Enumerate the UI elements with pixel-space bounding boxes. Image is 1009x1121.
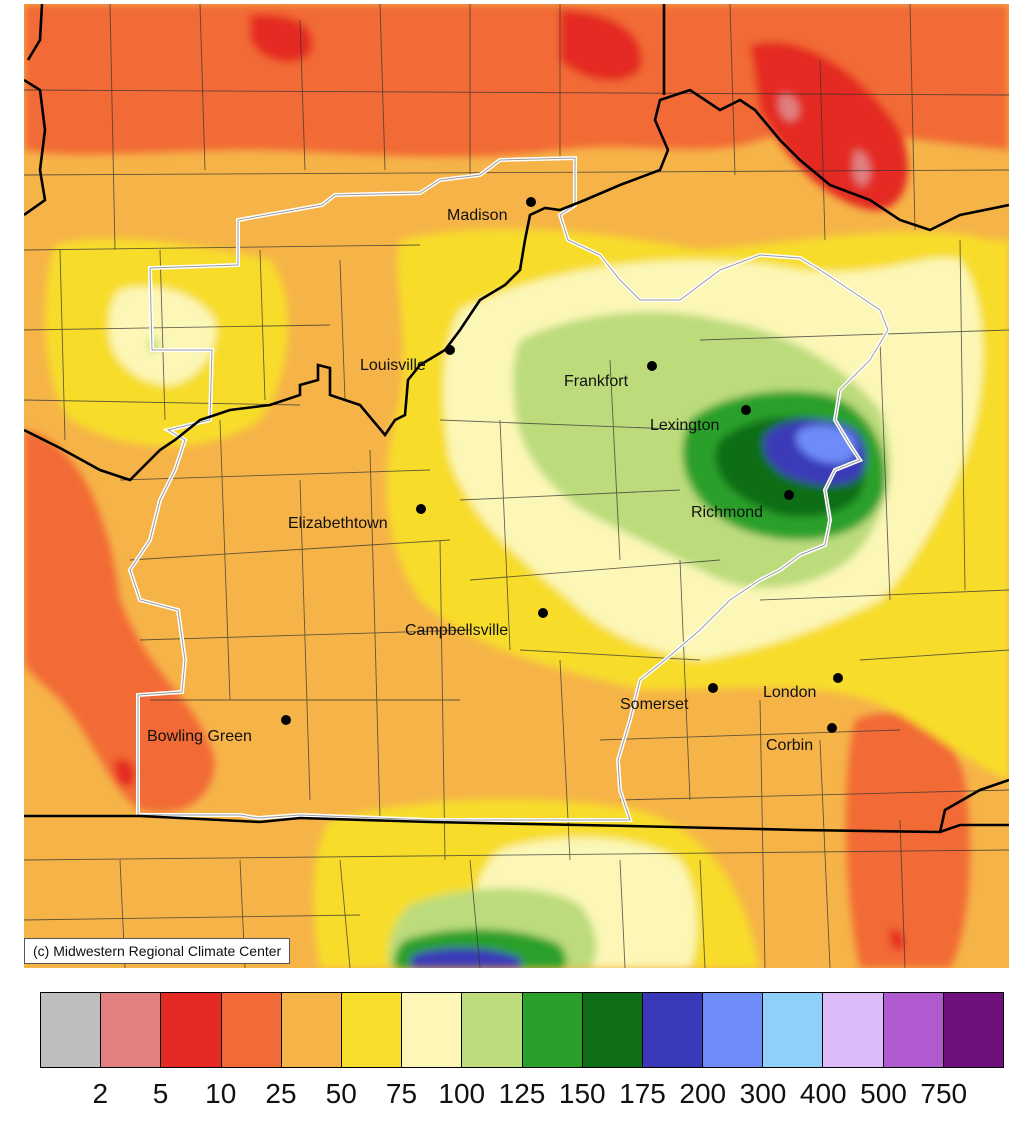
city-marker-louisville [445,345,455,355]
city-marker-lexington [741,405,751,415]
legend-swatch [823,993,884,1067]
legend-tick-label: 300 [739,1078,787,1109]
legend-tick-label: 75 [385,1078,418,1109]
city-label-richmond: Richmond [691,504,763,521]
city-marker-elizabethtown [416,504,426,514]
legend-tick-label: 500 [860,1078,907,1109]
legend-swatch [642,993,704,1067]
legend-tick-label: 5 [152,1078,169,1109]
map-canvas: MadisonLouisvilleFrankfortLexingtonRichm… [24,4,1009,968]
legend-swatch [101,993,162,1067]
city-label-somerset: Somerset [620,696,689,713]
city-marker-somerset [708,683,718,693]
city-label-london: London [763,684,816,701]
city-marker-bowling-green [281,715,291,725]
city-label-corbin: Corbin [766,737,813,754]
legend-tick-label: 175 [619,1078,666,1109]
state-borders [24,4,1009,834]
city-label-madison: Madison [447,207,507,224]
legend-swatch [221,993,282,1067]
legend-swatch [341,993,403,1067]
legend-swatch [462,993,523,1067]
legend-tick-label: 10 [205,1078,237,1109]
city-label-elizabethtown: Elizabethtown [288,515,388,532]
legend-tick-label: 2 [92,1078,109,1109]
color-legend [40,992,1004,1068]
legend-tick-label: 200 [679,1078,727,1109]
legend-swatch [41,993,102,1067]
city-marker-frankfort [647,361,657,371]
legend-tick-label: 750 [920,1078,968,1109]
legend-tick-label: 25 [265,1078,297,1109]
legend-swatch [582,993,643,1067]
legend-swatch [943,993,1003,1067]
city-label-louisville: Louisville [360,357,426,374]
county-borders [24,4,1009,968]
credit-label: (c) Midwestern Regional Climate Center [24,938,291,964]
city-marker-campbellsville [538,608,548,618]
city-marker-corbin [827,723,837,733]
city-marker-london [833,673,843,683]
city-label-campbellsville: Campbellsville [405,622,508,639]
city-marker-madison [526,197,536,207]
legend-tick-label: 150 [558,1078,606,1109]
city-label-lexington: Lexington [650,417,719,434]
legend-swatch [703,993,764,1067]
legend-tick-label: 100 [438,1078,486,1109]
legend-tick-label: 125 [498,1078,546,1109]
legend-swatch [883,993,944,1067]
city-marker-richmond [784,490,794,500]
city-label-bowling-green: Bowling Green [147,728,252,745]
legend-swatch [281,993,342,1067]
legend-swatch [402,993,463,1067]
city-label-frankfort: Frankfort [564,373,629,390]
legend-swatch [161,993,222,1067]
legend-swatch [763,993,824,1067]
city-markers: MadisonLouisvilleFrankfortLexingtonRichm… [147,197,843,754]
legend-swatch [522,993,583,1067]
legend-tick-label: 400 [799,1078,847,1109]
legend-tick-label: 50 [325,1078,357,1109]
